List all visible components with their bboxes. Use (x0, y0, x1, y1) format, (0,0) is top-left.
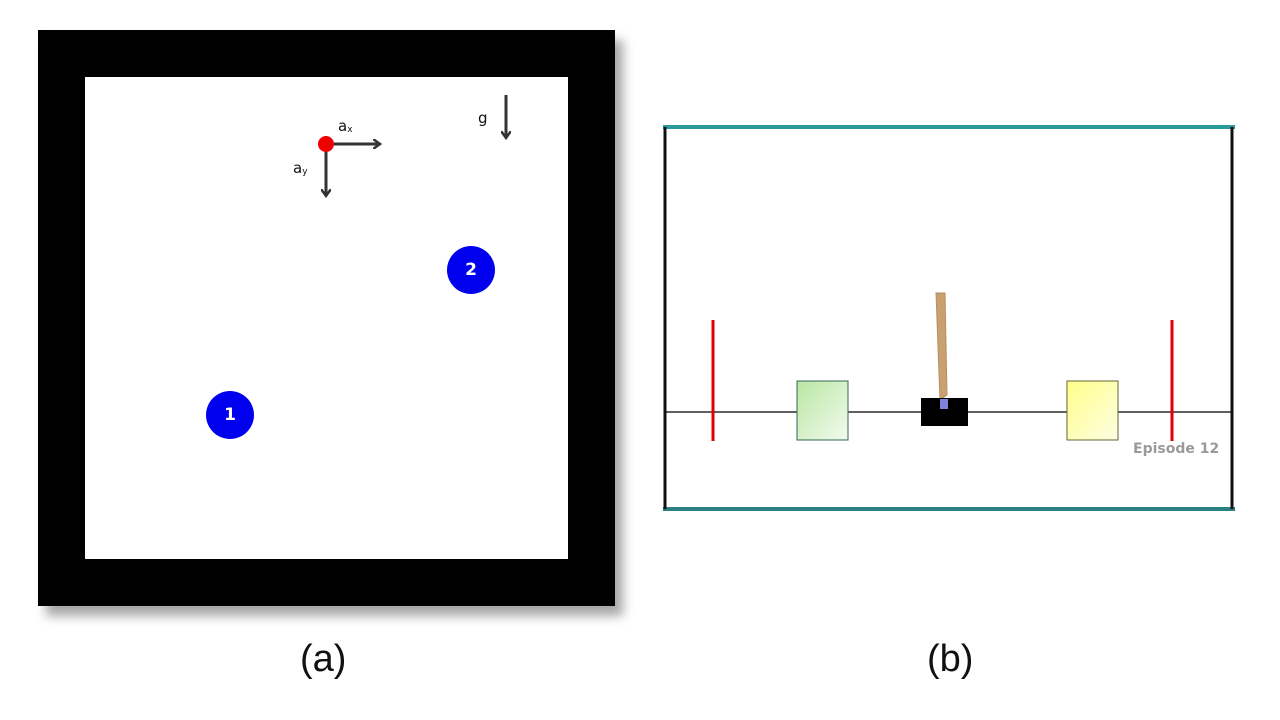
episode-label: Episode 12 (1133, 441, 1220, 457)
pole (935, 292, 948, 401)
gravity-label: g (478, 109, 488, 127)
caption-a: (a) (300, 638, 347, 680)
caption-b: (b) (927, 638, 974, 680)
ay-label: ay (293, 159, 308, 177)
left-goal-box (796, 380, 849, 441)
ax-label: ax (338, 117, 353, 135)
panel-a-frame: ax ay g 1 2 (38, 30, 615, 606)
ball-2-label: 2 (465, 260, 477, 280)
ball-1-label: 1 (224, 405, 236, 425)
ball-1: 1 (206, 391, 254, 439)
panel-a-arena: ax ay g 1 2 (85, 77, 568, 559)
right-goal-box (1066, 380, 1119, 441)
pole-axle (940, 399, 948, 409)
panel-a-arrows (85, 95, 568, 559)
panel-b-frame: Episode 12 (663, 125, 1235, 512)
agent-dot (318, 136, 334, 152)
panel-b-scene (663, 125, 1235, 512)
ball-2: 2 (447, 246, 495, 294)
